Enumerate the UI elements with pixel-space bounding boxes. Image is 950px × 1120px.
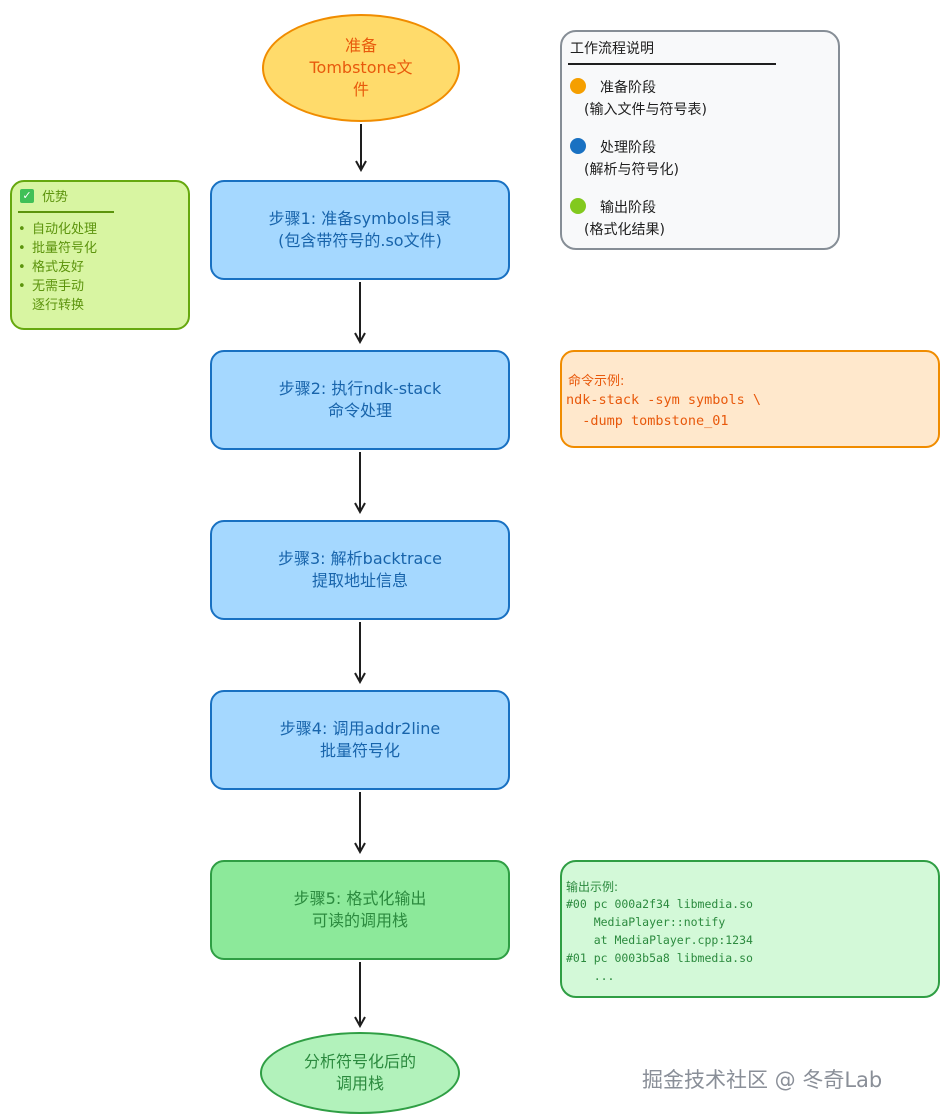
- advantage-item: 批量符号化: [18, 239, 97, 258]
- step-2-title: 步骤2: 执行ndk-stack: [278, 379, 442, 398]
- orange-dot-icon: [570, 78, 586, 94]
- start-line: 件: [352, 80, 369, 99]
- advantages-header: ✓ 优势: [20, 186, 68, 205]
- command-example-panel: 命令示例: ndk-stack -sym symbols \ -dump tom…: [560, 350, 940, 448]
- step-1-node: 步骤1: 准备symbols目录 (包含带符号的.so文件): [210, 180, 510, 280]
- legend-item-desc: (格式化结果): [584, 222, 665, 238]
- end-line: 调用栈: [335, 1074, 384, 1093]
- blue-dot-icon: [570, 138, 586, 154]
- advantages-list: 自动化处理 批量符号化 格式友好 无需手动 逐行转换: [18, 220, 97, 315]
- start-node: 准备 Tombstone文 件: [262, 14, 460, 122]
- output-example-panel: 输出示例: #00 pc 000a2f34 libmedia.so MediaP…: [560, 860, 940, 998]
- advantage-item: 无需手动 逐行转换: [18, 277, 97, 315]
- command-example-title: 命令示例:: [568, 374, 625, 389]
- legend-item-desc: (输入文件与符号表): [584, 102, 707, 118]
- command-example-code: ndk-stack -sym symbols \ -dump tombstone…: [566, 392, 762, 429]
- step-5-title: 步骤5: 格式化输出: [293, 889, 427, 908]
- step-4-node: 步骤4: 调用addr2line 批量符号化: [210, 690, 510, 790]
- step-5-detail: 可读的调用栈: [311, 911, 408, 930]
- step-4-detail: 批量符号化: [319, 741, 400, 760]
- legend-panel: 工作流程说明 准备阶段 (输入文件与符号表) 处理阶段 (解析与符号化) 输出阶…: [560, 30, 840, 250]
- step-3-detail: 提取地址信息: [311, 571, 408, 590]
- legend-title: 工作流程说明: [570, 41, 654, 57]
- legend-item-desc: (解析与符号化): [584, 162, 679, 178]
- check-icon: ✓: [20, 188, 34, 203]
- advantages-title: 优势: [42, 190, 69, 205]
- output-example-title: 输出示例:: [566, 880, 619, 894]
- step-4-title: 步骤4: 调用addr2line: [279, 719, 441, 738]
- advantages-panel: ✓ 优势 自动化处理 批量符号化 格式友好 无需手动 逐行转换: [10, 180, 190, 330]
- output-example-code: #00 pc 000a2f34 libmedia.so MediaPlayer:…: [566, 897, 753, 983]
- legend-item-name: 准备阶段: [600, 80, 656, 96]
- step-2-node: 步骤2: 执行ndk-stack 命令处理: [210, 350, 510, 450]
- start-line: 准备: [344, 36, 377, 55]
- advantages-divider: [18, 211, 114, 213]
- advantage-item: 自动化处理: [18, 220, 97, 239]
- end-node: 分析符号化后的 调用栈: [260, 1032, 460, 1114]
- end-line: 分析符号化后的: [303, 1052, 416, 1071]
- start-line: Tombstone文: [309, 58, 413, 77]
- step-3-title: 步骤3: 解析backtrace: [278, 549, 442, 568]
- green-dot-icon: [570, 198, 586, 214]
- step-1-title: 步骤1: 准备symbols目录: [268, 209, 452, 228]
- step-1-detail: (包含带符号的.so文件): [278, 231, 442, 250]
- step-3-node: 步骤3: 解析backtrace 提取地址信息: [210, 520, 510, 620]
- step-5-node: 步骤5: 格式化输出 可读的调用栈: [210, 860, 510, 960]
- legend-item-name: 输出阶段: [600, 200, 656, 216]
- watermark: 掘金技术社区 @ 冬奇Lab: [642, 1068, 883, 1092]
- step-2-detail: 命令处理: [327, 401, 392, 420]
- advantage-item: 格式友好: [18, 258, 97, 277]
- legend-item-name: 处理阶段: [600, 140, 656, 156]
- legend-divider: [568, 63, 776, 65]
